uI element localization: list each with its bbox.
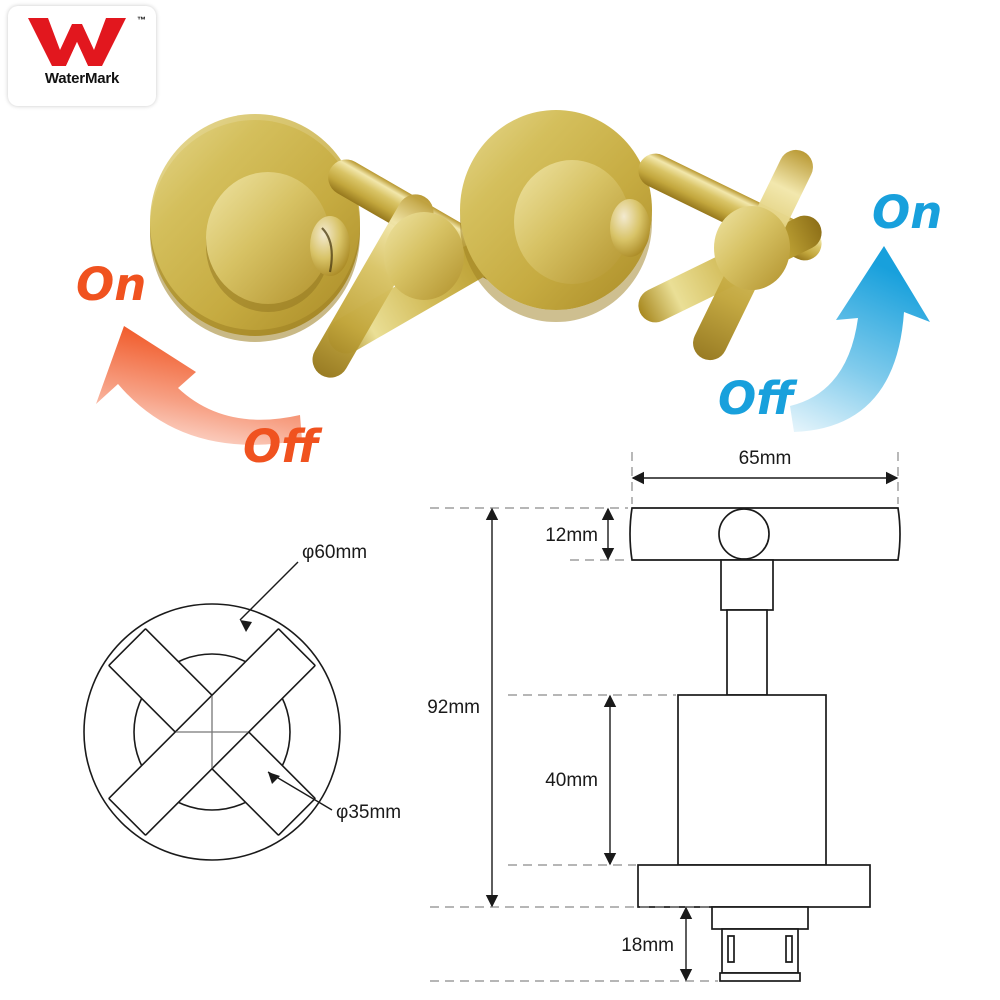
cartridge-spline-left: [727, 935, 735, 963]
dimension-12mm: 12mm: [545, 507, 615, 561]
handle-cross-arm-circle: [718, 508, 770, 560]
side-view-drawing: 65mm 12mm 92mm 40mm 18mm: [427, 448, 901, 982]
left-off-label: Off: [243, 420, 319, 473]
inner-diameter-label: φ35mm: [336, 802, 401, 823]
stem-height-label: 18mm: [621, 935, 674, 956]
handle-height-label: 12mm: [545, 525, 598, 546]
product-photo: [96, 110, 930, 445]
dimension-65mm: 65mm: [631, 448, 899, 485]
dimension-92mm: 92mm: [427, 507, 499, 908]
cartridge-shoulder: [711, 906, 809, 930]
outer-diameter-label: φ60mm: [302, 542, 367, 563]
left-valve-assembly: [150, 114, 522, 378]
dimension-40mm: 40mm: [545, 694, 617, 866]
trademark-icon: ™: [137, 15, 146, 25]
leader-35mm: [267, 771, 333, 811]
neck-collar: [720, 559, 774, 611]
right-off-label: Off: [718, 372, 794, 425]
left-rotation-arrow-icon: [96, 326, 302, 445]
top-view-drawing: φ60mm φ35mm: [83, 542, 401, 861]
cartridge-spline-right: [785, 935, 793, 963]
outer-circle-60mm: [83, 603, 341, 861]
left-on-label: On: [76, 258, 147, 311]
right-rotation-arrow-icon: [790, 246, 930, 432]
cartridge-base: [719, 972, 801, 982]
leader-60mm: [239, 561, 299, 621]
total-height-label: 92mm: [427, 697, 480, 718]
flange-plate: [637, 864, 871, 908]
body-cylinder: [677, 694, 827, 866]
right-valve-assembly: [460, 110, 822, 361]
width-label: 65mm: [739, 448, 792, 469]
watermark-w-icon: [28, 18, 126, 66]
watermark-brand-label: WaterMark: [44, 70, 120, 87]
right-cross-handle: [638, 149, 822, 361]
body-height-label: 40mm: [545, 770, 598, 791]
inner-circle-35mm: [133, 653, 291, 811]
dimension-18mm: 18mm: [621, 906, 693, 982]
stem-shaft: [726, 609, 768, 696]
watermark-certification-badge: ™ WaterMark: [8, 6, 156, 106]
right-on-label: On: [872, 186, 943, 239]
